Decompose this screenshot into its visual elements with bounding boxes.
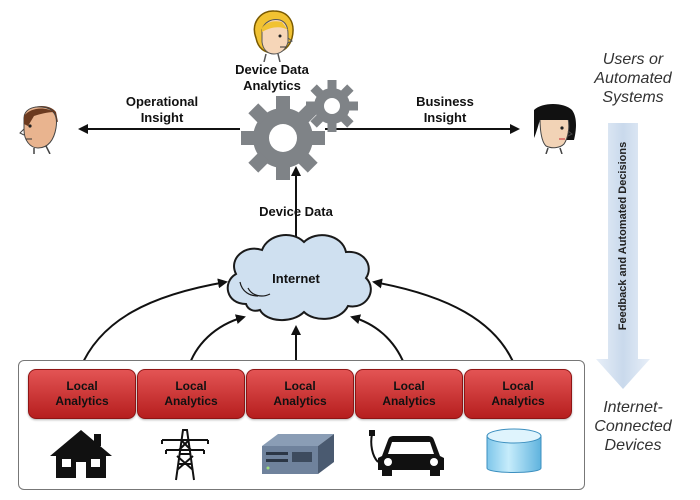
local-analytics-line-2: Analytics xyxy=(55,394,109,408)
business-insight-line-2: Insight xyxy=(423,110,467,125)
local-analytics-line-1: Local xyxy=(284,379,316,393)
business-person-icon xyxy=(534,104,576,154)
local-analytics-line-1: Local xyxy=(393,379,425,393)
local-analytics-box-4: Local Analytics xyxy=(355,369,463,419)
business-insight-line-1: Business xyxy=(416,94,474,109)
local-to-internet-arrow-1 xyxy=(79,278,228,370)
local-analytics-box-5: Local Analytics xyxy=(464,369,572,419)
devices-line-3: Devices xyxy=(604,437,662,454)
local-to-internet-arrow-5 xyxy=(372,278,517,370)
users-line-3: Systems xyxy=(602,89,664,106)
internet-label: Internet xyxy=(272,271,320,286)
local-analytics-line-1: Local xyxy=(66,379,98,393)
operational-insight-line-2: Insight xyxy=(140,110,184,125)
feedback-arrow xyxy=(596,123,650,389)
local-analytics-box-1: Local Analytics xyxy=(28,369,136,419)
device-data-analytics-label: Device Data Analytics xyxy=(212,62,332,94)
electric-car-icon xyxy=(369,430,444,476)
analyst-person-icon xyxy=(253,10,294,62)
devices-line-2: Connected xyxy=(594,418,672,435)
local-analytics-line-2: Analytics xyxy=(382,394,436,408)
operational-insight-label: Operational Insight xyxy=(112,94,212,126)
users-line-2: Automated xyxy=(594,70,672,87)
business-insight-label: Business Insight xyxy=(400,94,490,126)
users-line-1: Users or xyxy=(602,51,664,68)
local-analytics-line-1: Local xyxy=(175,379,207,393)
internet-connected-devices-label: Internet- Connected Devices xyxy=(578,398,688,455)
local-analytics-box-3: Local Analytics xyxy=(246,369,354,419)
local-analytics-line-2: Analytics xyxy=(164,394,218,408)
device-data-label: Device Data xyxy=(259,204,333,219)
devices-line-1: Internet- xyxy=(603,399,663,416)
server-icon xyxy=(262,434,334,474)
power-tower-icon xyxy=(161,429,209,481)
local-analytics-line-2: Analytics xyxy=(491,394,545,408)
operational-insight-line-1: Operational xyxy=(125,94,199,109)
storage-cylinder-icon xyxy=(486,428,542,473)
local-analytics-box-2: Local Analytics xyxy=(137,369,245,419)
users-automated-systems-label: Users or Automated Systems xyxy=(578,50,688,107)
feedback-label: Feedback and Automated Decisions xyxy=(617,141,629,331)
internet-cloud-icon xyxy=(226,234,372,321)
operator-person-icon xyxy=(19,106,58,154)
small-gear-icon xyxy=(306,80,358,132)
large-gear-icon xyxy=(241,96,325,180)
house-icon xyxy=(50,430,112,478)
local-analytics-line-2: Analytics xyxy=(273,394,327,408)
device-data-analytics-line-1: Device Data xyxy=(235,62,309,77)
device-data-analytics-line-2: Analytics xyxy=(243,78,301,93)
local-analytics-line-1: Local xyxy=(502,379,534,393)
